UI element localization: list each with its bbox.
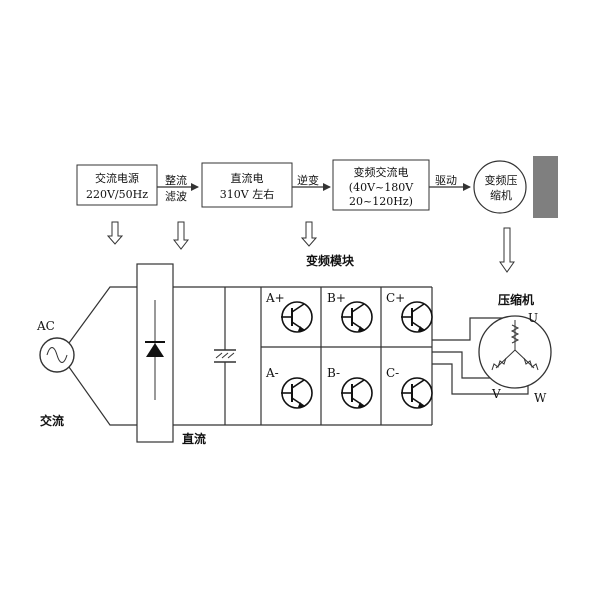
down-arrow-ac bbox=[106, 221, 124, 245]
inverter-module-label: 变频模块 bbox=[306, 253, 355, 268]
rect-filter-line1: 整流 bbox=[165, 173, 187, 187]
ac-top-wire bbox=[68, 286, 137, 344]
block-ac-source: 交流电源 220V/50Hz bbox=[76, 164, 158, 206]
transistor-a-plus bbox=[281, 301, 313, 333]
dc-label: 直流 bbox=[182, 431, 206, 446]
compressor-line2: 缩机 bbox=[490, 188, 512, 202]
block-dc-supply: 直流电 310V 左右 bbox=[201, 162, 293, 208]
ac-symbol-label: AC bbox=[36, 319, 55, 333]
ac-label: 交流 bbox=[40, 413, 64, 428]
transistor-c-minus bbox=[401, 377, 433, 409]
ac-source-line1: 交流电源 bbox=[95, 171, 139, 185]
phase-u-wire bbox=[432, 317, 506, 341]
down-arrow-inverter bbox=[300, 221, 318, 247]
dc-supply-line2: 310V 左右 bbox=[220, 187, 274, 201]
ac-source-line2: 220V/50Hz bbox=[86, 188, 148, 201]
label-a-plus: A+ bbox=[265, 291, 285, 305]
label-b-plus: B+ bbox=[327, 291, 346, 305]
phase-v-wire bbox=[432, 351, 498, 379]
side-bar bbox=[533, 156, 558, 218]
rect-filter-line2: 滤波 bbox=[165, 190, 187, 203]
phase-v-label: V bbox=[491, 387, 501, 401]
drive-label: 驱动 bbox=[435, 174, 457, 187]
ac-bottom-wire bbox=[68, 366, 137, 426]
down-arrow-compressor bbox=[499, 227, 515, 273]
phase-w-label: W bbox=[534, 391, 547, 405]
capacitor-icon bbox=[214, 287, 236, 425]
transistor-c-plus bbox=[401, 301, 433, 333]
motor-symbol bbox=[478, 315, 552, 389]
vf-ac-line3: 20~120Hz) bbox=[349, 195, 413, 208]
block-vf-ac: 变频交流电 (40V~180V 20~120Hz) bbox=[332, 159, 430, 211]
down-arrow-rectifier bbox=[172, 221, 190, 250]
label-c-plus: C+ bbox=[386, 291, 405, 305]
transistor-b-plus bbox=[341, 301, 373, 333]
label-c-minus: C- bbox=[386, 366, 399, 380]
compressor-label: 压缩机 bbox=[498, 292, 534, 307]
phase-u-label: U bbox=[528, 311, 538, 325]
ac-source-symbol bbox=[39, 337, 75, 373]
block-compressor: 变频压 缩机 bbox=[473, 160, 527, 214]
transistor-b-minus bbox=[341, 377, 373, 409]
phase-w-wire bbox=[432, 363, 529, 395]
transistor-a-minus bbox=[281, 377, 313, 409]
inverter-label: 逆变 bbox=[297, 173, 319, 187]
label-b-minus: B- bbox=[327, 366, 340, 380]
vf-ac-line1: 变频交流电 bbox=[354, 165, 409, 179]
diode-icon bbox=[145, 300, 165, 400]
compressor-line1: 变频压 bbox=[485, 173, 518, 187]
dc-supply-line1: 直流电 bbox=[231, 171, 264, 185]
label-a-minus: A- bbox=[265, 366, 279, 380]
vf-ac-line2: (40V~180V bbox=[349, 181, 414, 194]
